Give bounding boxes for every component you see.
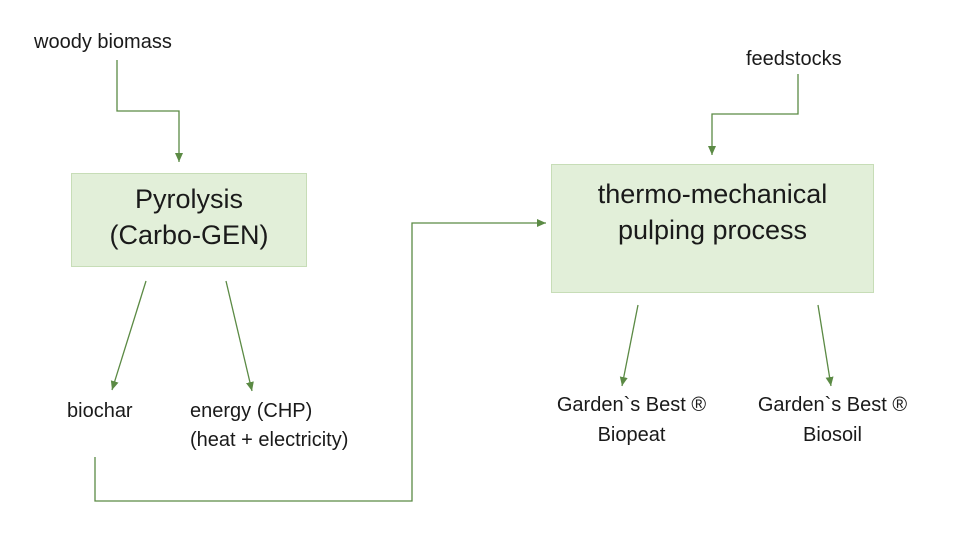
pyrolysis-title: Pyrolysis bbox=[134, 184, 243, 214]
woody-biomass-label: woody biomass bbox=[34, 31, 172, 53]
feedstocks-label: feedstocks bbox=[746, 48, 842, 70]
energy-label-line2: (heat + electricity) bbox=[190, 429, 349, 451]
biopeat-label-line1: Garden`s Best ® bbox=[556, 394, 707, 416]
pulping-title: thermo-mechanical bbox=[597, 179, 828, 209]
pulping-process-box: thermo-mechanical pulping process bbox=[551, 164, 874, 293]
arrow-pyrolysis-to-biochar bbox=[110, 280, 147, 391]
arrow-feedstocks-to-pulping bbox=[708, 74, 799, 155]
pyrolysis-process-box: Pyrolysis (Carbo-GEN) bbox=[71, 173, 307, 267]
arrow-pulping-to-biopeat bbox=[619, 304, 639, 387]
arrow-pulping-to-biosoil bbox=[817, 304, 834, 387]
biosoil-label-line1: Garden`s Best ® bbox=[757, 394, 908, 416]
pulping-subtitle: pulping process bbox=[617, 215, 808, 245]
arrow-pyrolysis-to-energy bbox=[225, 280, 254, 392]
arrow-biochar-to-pulping bbox=[94, 219, 546, 502]
biopeat-label-line2: Biopeat bbox=[597, 424, 666, 446]
energy-label-line1: energy (CHP) bbox=[190, 400, 313, 422]
biochar-label: biochar bbox=[67, 400, 133, 422]
biosoil-label-line2: Biosoil bbox=[803, 424, 862, 446]
pyrolysis-subtitle: (Carbo-GEN) bbox=[109, 220, 269, 250]
arrow-woody-biomass-to-pyrolysis bbox=[116, 60, 183, 162]
